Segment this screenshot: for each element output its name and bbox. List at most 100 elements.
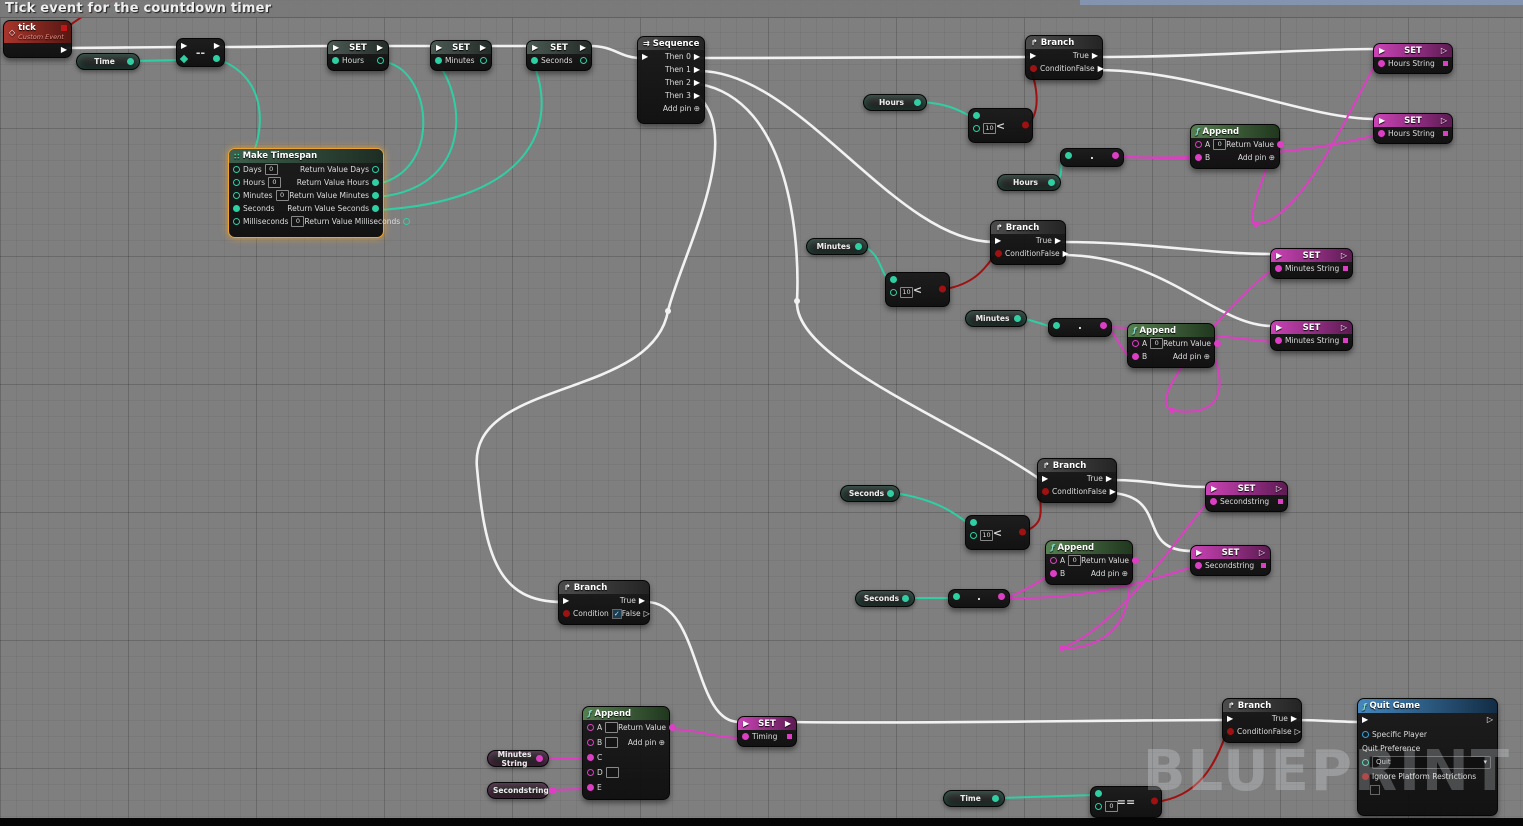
exec-pin-hollow[interactable]: ▷ — [1440, 45, 1447, 55]
exec-pin[interactable]: ▶ — [1109, 486, 1116, 496]
float-pin[interactable] — [233, 205, 240, 212]
tostring-hours[interactable]: · — [1060, 148, 1124, 167]
string-pin[interactable] — [1132, 340, 1139, 347]
string-pin[interactable] — [1112, 152, 1119, 159]
float-pin[interactable] — [890, 289, 897, 296]
string-pin[interactable] — [1210, 498, 1217, 505]
var-time-1[interactable]: Time — [76, 53, 140, 70]
exec-pin[interactable]: ▶ — [1196, 547, 1203, 557]
value-box[interactable]: 10 — [900, 287, 913, 298]
value-box[interactable]: 10 — [980, 530, 993, 541]
equals-node[interactable]: 0== — [1090, 786, 1162, 818]
float-pin[interactable] — [973, 112, 980, 119]
less-than-minutes[interactable]: 10< — [885, 272, 950, 307]
exec-pin[interactable]: ▶ — [693, 51, 700, 61]
string-pin[interactable] — [1050, 570, 1057, 577]
var-minutes-string[interactable]: Minutes String — [487, 750, 549, 768]
string-pin[interactable] — [587, 769, 594, 776]
value-box[interactable]: 0 — [291, 216, 305, 227]
tostring-minutes[interactable]: · — [1048, 318, 1112, 337]
dropdown[interactable]: Quit▾ — [1372, 755, 1491, 769]
string-out-pin[interactable] — [1343, 266, 1348, 271]
exec-pin[interactable]: ▶ — [563, 595, 570, 605]
var-seconds-2[interactable]: Seconds — [855, 590, 915, 607]
value-box[interactable]: 0 — [1068, 555, 1082, 566]
exec-pin-hollow[interactable]: ▷ — [1486, 715, 1493, 724]
float-pin[interactable] — [233, 192, 240, 199]
string-pin[interactable] — [1195, 154, 1202, 161]
value-box[interactable] — [605, 722, 619, 733]
exec-pin-hollow[interactable]: ▷ — [1258, 547, 1265, 557]
exec-pin[interactable]: ▶ — [1097, 63, 1104, 73]
float-pin[interactable] — [372, 192, 379, 199]
string-pin[interactable] — [1132, 557, 1140, 564]
bool-pin[interactable] — [1042, 488, 1049, 495]
exec-pin[interactable]: ▶ — [693, 90, 700, 100]
checkbox[interactable]: ✓ — [611, 608, 622, 619]
float-pin[interactable] — [970, 532, 977, 539]
sequence[interactable]: ⇉Sequence▶Then 0▶Then 1▶Then 2▶Then 3▶Ad… — [637, 36, 705, 124]
set-hours-string-1[interactable]: ▶SET▷Hours String — [1373, 43, 1453, 74]
string-out-pin[interactable] — [1278, 499, 1283, 504]
exec-pin-hollow[interactable]: ▷ — [1340, 250, 1347, 260]
set-minutes-string-1[interactable]: ▶SET▷Minutes String — [1270, 248, 1353, 279]
exec-pin[interactable]: ▶ — [1105, 473, 1112, 483]
exec-pin[interactable]: ▶ — [638, 595, 645, 605]
float-pin[interactable] — [914, 99, 921, 106]
float-pin[interactable] — [332, 57, 339, 64]
exec-pin[interactable]: ▶ — [1227, 713, 1234, 723]
var-minutes-1[interactable]: Minutes — [806, 238, 868, 255]
reroute-dot[interactable] — [665, 308, 671, 314]
reroute-dot[interactable] — [794, 298, 800, 304]
float-pin[interactable] — [887, 490, 894, 497]
float-pin[interactable] — [233, 218, 240, 225]
set-minutes-string-2[interactable]: ▶SET▷Minutes String — [1270, 320, 1353, 351]
exec-pin[interactable]: ▶ — [784, 718, 791, 728]
exec-pin-hollow[interactable]: ▷ — [1294, 726, 1301, 736]
bool-pin[interactable] — [1362, 772, 1369, 780]
exec-pin[interactable]: ▶ — [333, 42, 340, 52]
float-pin[interactable] — [213, 55, 220, 62]
exec-pin-hollow[interactable]: ▷ — [643, 608, 650, 618]
float-pin[interactable] — [435, 57, 442, 64]
exec-pin[interactable]: ▶ — [1362, 715, 1369, 724]
float-pin[interactable] — [1014, 315, 1021, 322]
float-pin[interactable] — [480, 57, 487, 64]
bool-pin[interactable] — [1022, 121, 1029, 128]
float-pin[interactable] — [233, 179, 240, 186]
exec-pin[interactable]: ▶ — [693, 77, 700, 87]
string-pin[interactable] — [587, 739, 594, 746]
float-pin[interactable] — [233, 166, 240, 173]
var-hours-1[interactable]: Hours — [863, 94, 927, 111]
exec-pin[interactable]: ▶ — [995, 235, 1002, 245]
float-pin[interactable] — [1362, 758, 1369, 766]
string-out-pin[interactable] — [1443, 61, 1448, 66]
set-timing[interactable]: ▶SET▶Timing — [737, 716, 797, 747]
reroute-dot[interactable] — [1169, 407, 1175, 413]
bool-pin[interactable] — [939, 285, 946, 292]
string-pin[interactable] — [1275, 337, 1282, 344]
exec-pin-hollow[interactable]: ▷ — [1340, 322, 1347, 332]
value-box[interactable]: 0 — [275, 190, 289, 201]
float-pin[interactable] — [372, 205, 379, 212]
string-pin[interactable] — [669, 724, 677, 731]
string-pin[interactable] — [587, 784, 594, 791]
exec-pin[interactable]: ▶ — [1276, 322, 1283, 332]
set-hours[interactable]: ▶SET▶Hours — [327, 40, 389, 71]
float-pin[interactable] — [992, 795, 999, 802]
exec-pin[interactable]: ▶ — [376, 42, 383, 52]
string-pin[interactable] — [1214, 340, 1222, 347]
exec-pin[interactable]: ▶ — [479, 42, 486, 52]
exec-pin-hollow[interactable]: ▷ — [1275, 483, 1282, 493]
bool-pin[interactable] — [1019, 528, 1026, 535]
string-pin[interactable] — [1195, 562, 1202, 569]
set-seconds[interactable]: ▶SET▶Seconds — [526, 40, 592, 71]
exec-pin[interactable]: ▶ — [213, 40, 220, 50]
string-pin[interactable] — [536, 755, 543, 762]
float-pin[interactable] — [372, 166, 379, 173]
